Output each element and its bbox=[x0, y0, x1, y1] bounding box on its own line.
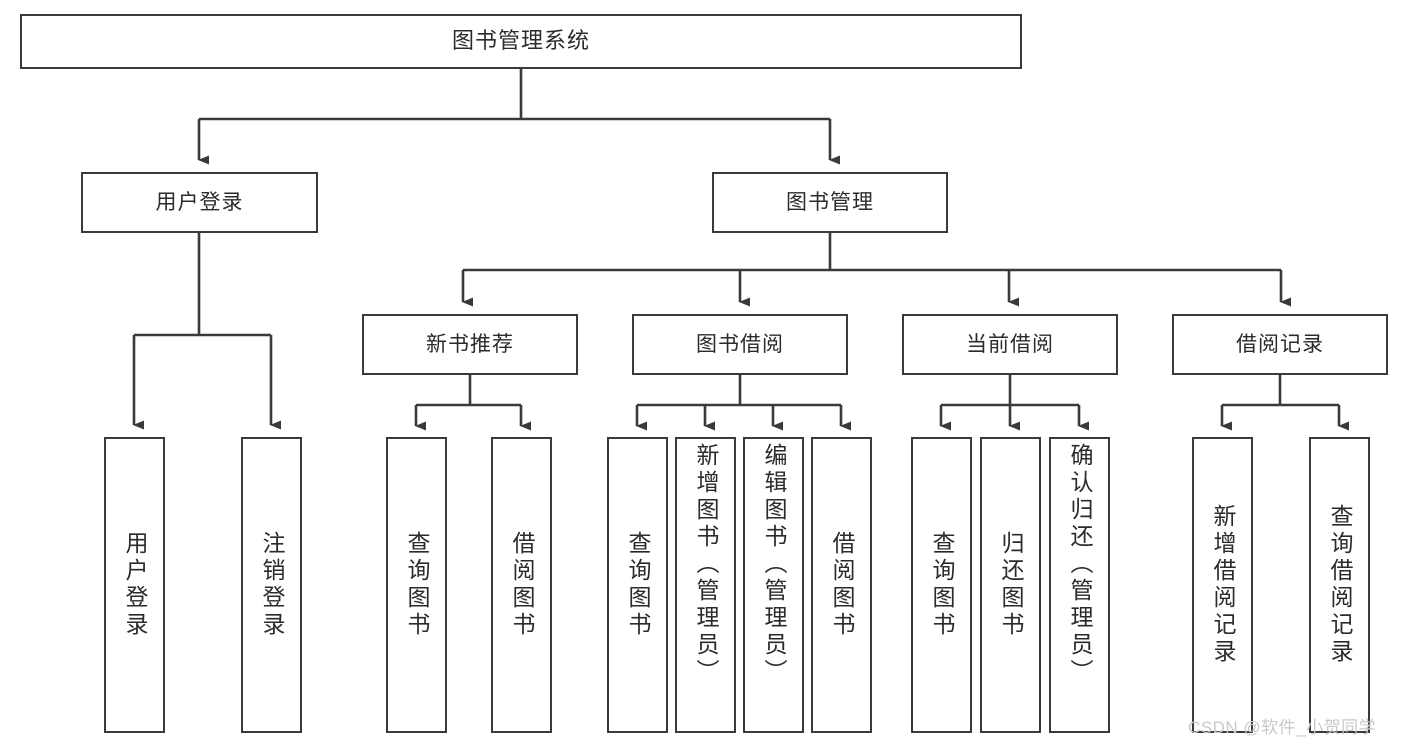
leaf-query-book-2[interactable]: 查询图书 bbox=[607, 437, 668, 733]
leaf-query-book-1[interactable]: 查询图书 bbox=[386, 437, 447, 733]
node-user-login-label: 用户登录 bbox=[155, 190, 244, 214]
leaf-query-record-label: 查询借阅记录 bbox=[1327, 504, 1353, 666]
leaf-edit-book-label: 编辑图书（管理员） bbox=[761, 443, 787, 686]
leaf-user-login[interactable]: 用户登录 bbox=[104, 437, 165, 733]
node-book-borrow[interactable]: 图书借阅 bbox=[632, 314, 848, 375]
node-borrow-record-label: 借阅记录 bbox=[1236, 332, 1324, 356]
leaf-query-record[interactable]: 查询借阅记录 bbox=[1309, 437, 1370, 733]
leaf-add-book-label: 新增图书（管理员） bbox=[693, 443, 719, 686]
node-root[interactable]: 图书管理系统 bbox=[20, 14, 1022, 69]
leaf-query-book-2-label: 查询图书 bbox=[625, 531, 651, 639]
node-new-book-recommend-label: 新书推荐 bbox=[426, 332, 514, 356]
leaf-confirm-return-label: 确认归还（管理员） bbox=[1067, 443, 1093, 686]
node-user-login[interactable]: 用户登录 bbox=[81, 172, 318, 233]
leaf-add-record-label: 新增借阅记录 bbox=[1210, 504, 1236, 666]
leaf-borrow-book-1[interactable]: 借阅图书 bbox=[491, 437, 552, 733]
leaf-return-book[interactable]: 归还图书 bbox=[980, 437, 1041, 733]
leaf-logout-login-label: 注销登录 bbox=[259, 531, 285, 639]
leaf-borrow-book-2[interactable]: 借阅图书 bbox=[811, 437, 872, 733]
node-book-management-label: 图书管理 bbox=[786, 190, 874, 214]
leaf-user-login-label: 用户登录 bbox=[122, 531, 148, 639]
leaf-add-book[interactable]: 新增图书（管理员） bbox=[675, 437, 736, 733]
leaf-add-record[interactable]: 新增借阅记录 bbox=[1192, 437, 1253, 733]
leaf-confirm-return[interactable]: 确认归还（管理员） bbox=[1049, 437, 1110, 733]
leaf-borrow-book-1-label: 借阅图书 bbox=[509, 531, 535, 639]
leaf-logout-login[interactable]: 注销登录 bbox=[241, 437, 302, 733]
leaf-return-book-label: 归还图书 bbox=[998, 531, 1024, 639]
watermark: CSDN @软件_小贺同学 bbox=[1188, 718, 1377, 737]
node-root-label: 图书管理系统 bbox=[451, 28, 590, 54]
node-borrow-record[interactable]: 借阅记录 bbox=[1172, 314, 1388, 375]
node-current-borrow[interactable]: 当前借阅 bbox=[902, 314, 1118, 375]
node-book-management[interactable]: 图书管理 bbox=[712, 172, 948, 233]
node-book-borrow-label: 图书借阅 bbox=[696, 332, 784, 356]
leaf-edit-book[interactable]: 编辑图书（管理员） bbox=[743, 437, 804, 733]
leaf-borrow-book-2-label: 借阅图书 bbox=[829, 531, 855, 639]
leaf-query-book-3-label: 查询图书 bbox=[929, 531, 955, 639]
node-new-book-recommend[interactable]: 新书推荐 bbox=[362, 314, 578, 375]
leaf-query-book-3[interactable]: 查询图书 bbox=[911, 437, 972, 733]
node-current-borrow-label: 当前借阅 bbox=[966, 332, 1054, 356]
leaf-query-book-1-label: 查询图书 bbox=[404, 531, 430, 639]
